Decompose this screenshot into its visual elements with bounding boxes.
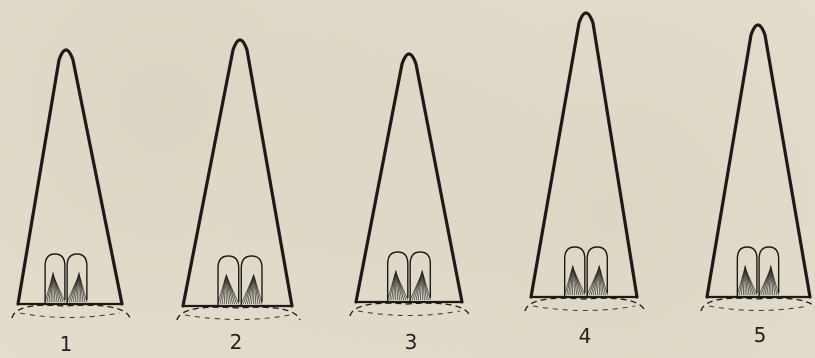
lip-pad-inner [358, 311, 460, 316]
lip-pad-outline [350, 303, 470, 316]
snout-outline [18, 50, 122, 304]
figure-label-4: 4 [579, 326, 592, 346]
figure-label-1: 1 [60, 334, 73, 354]
snout-outline [183, 40, 292, 306]
snout-figure-5 [701, 25, 815, 311]
lip-pad-inner [20, 313, 120, 318]
lip-pad-outline [12, 305, 130, 318]
snout-outline [707, 25, 810, 297]
figure-label-2: 2 [230, 332, 243, 352]
figure-label-3: 3 [405, 332, 418, 352]
lip-pad-outline [701, 298, 815, 311]
snout-figure-4 [525, 13, 645, 311]
lip-pad-inner [533, 306, 635, 311]
lip-pad-outline [525, 298, 645, 311]
lip-pad-inner [185, 315, 290, 320]
snout-figure-3 [350, 54, 470, 316]
figure-label-5: 5 [754, 325, 767, 345]
lip-pad-outline [177, 307, 300, 320]
snout-figure-2 [177, 40, 300, 320]
lip-pad-inner [709, 306, 808, 311]
snout-outline [356, 54, 462, 302]
snout-figure-1 [12, 50, 130, 318]
